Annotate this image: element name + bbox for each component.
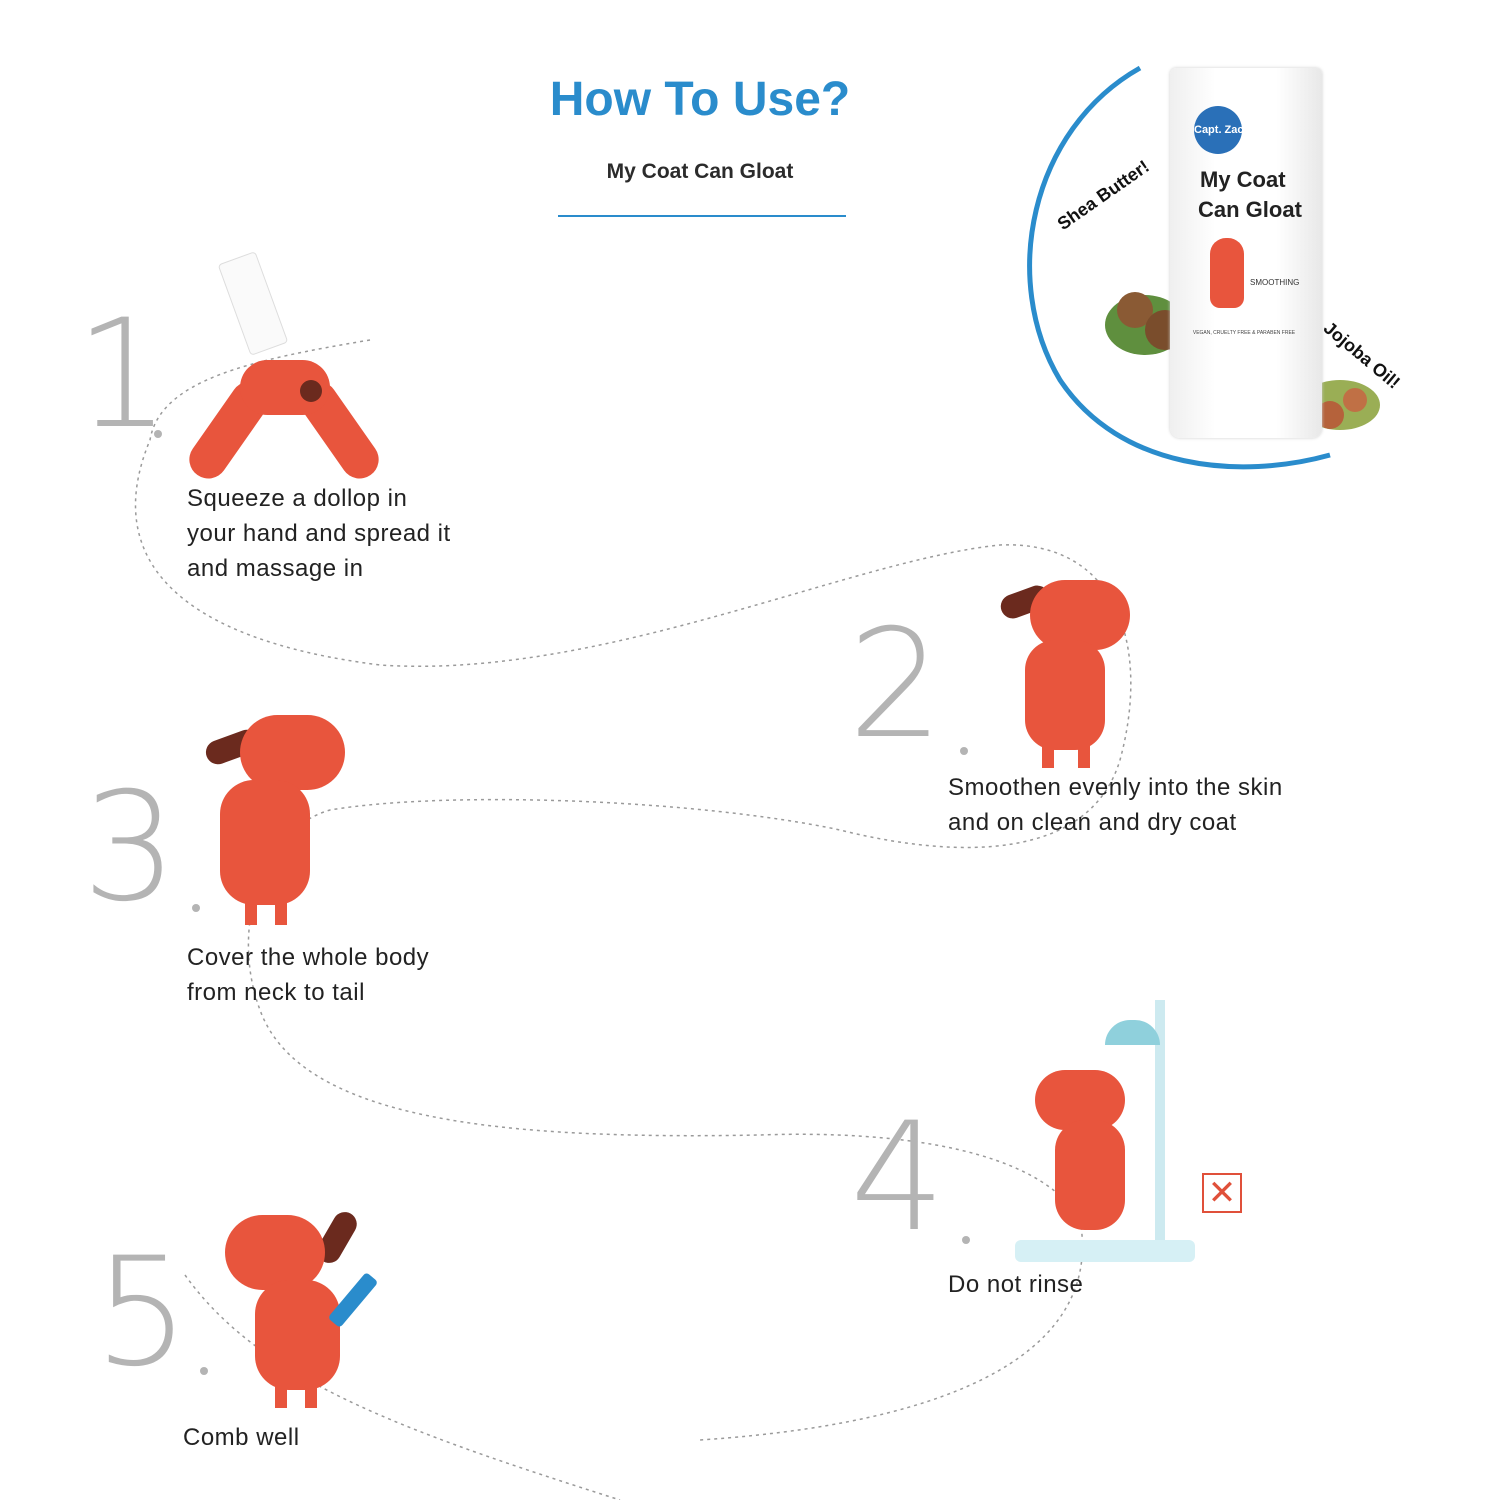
step-5-text: Comb well (183, 1420, 300, 1455)
mini-tube-icon (217, 251, 289, 356)
product-name-1: My Coat (1200, 167, 1286, 192)
step-1-text: Squeeze a dollop in your hand and spread… (187, 481, 451, 586)
step-2-text: Smoothen evenly into the skin and on cle… (948, 770, 1283, 840)
tube-dog-icon (1210, 238, 1244, 308)
step-2-line: and on clean and dry coat (948, 809, 1237, 836)
dog-leg-icon (305, 1380, 317, 1408)
dog-body-icon (1025, 640, 1105, 750)
dog-leg-icon (1078, 740, 1090, 768)
step-1-line: Squeeze a dollop in (187, 485, 408, 512)
step-2-dot (960, 747, 968, 755)
do-not-icon: ✕ (1202, 1173, 1242, 1213)
bath-tray (1015, 1240, 1195, 1262)
product-tube: Capt. Zack My Coat Can Gloat SMOOTHING V… (1170, 68, 1322, 438)
step-3-dot (192, 904, 200, 912)
brand-logo: Capt. Zack (1194, 106, 1250, 154)
hands-illustration (181, 251, 387, 486)
step-1-dot (154, 430, 162, 438)
product-tagline: SMOOTHING (1250, 278, 1300, 287)
dog-head-icon (1030, 580, 1130, 650)
step-1-number: 1 (75, 288, 171, 462)
step-1-line: and massage in (187, 555, 364, 582)
product-name-2: Can Gloat (1198, 197, 1302, 222)
lotion-dollop (300, 380, 322, 402)
step-5-dot (200, 1367, 208, 1375)
step-4-number: 4 (850, 1091, 946, 1265)
dog-body-icon (1055, 1120, 1125, 1230)
shower-illustration (1010, 995, 1200, 1265)
step-3-text: Cover the whole body from neck to tail (187, 940, 429, 1010)
step-2-line: Smoothen evenly into the skin (948, 774, 1283, 801)
step-3-line: Cover the whole body (187, 944, 430, 971)
dog-head-icon (240, 715, 345, 790)
dog-leg-icon (275, 895, 287, 925)
step-4-text: Do not rinse (948, 1267, 1083, 1302)
step-1-line: your hand and spread it (187, 520, 451, 547)
shower-pipe (1155, 1000, 1165, 1250)
page-title: How To Use? (549, 73, 851, 126)
step-5-line: Comb well (183, 1424, 300, 1451)
dog-illustration (202, 685, 345, 930)
dog-head-icon (225, 1215, 325, 1290)
shower-head-icon (1105, 1020, 1160, 1045)
dog-leg-icon (245, 895, 257, 925)
dog-body-icon (220, 780, 310, 905)
step-4-line: Do not rinse (948, 1271, 1084, 1298)
dog-illustration (225, 1200, 405, 1410)
page-subtitle: My Coat Can Gloat (606, 160, 794, 183)
product-illustration: Capt. Zack My Coat Can Gloat SMOOTHING V… (1010, 60, 1410, 480)
step-3-number: 3 (82, 761, 178, 935)
dog-illustration (997, 550, 1135, 770)
product-claim: VEGAN, CRUELTY FREE & PARABEN FREE (1192, 330, 1296, 336)
step-5-number: 5 (94, 1226, 190, 1400)
dog-leg-icon (275, 1380, 287, 1408)
title-divider (558, 215, 846, 217)
step-3-line: from neck to tail (187, 979, 365, 1006)
dog-leg-icon (1042, 740, 1054, 768)
dog-body-icon (255, 1280, 340, 1390)
step-4-dot (962, 1236, 970, 1244)
step-2-number: 2 (848, 598, 944, 772)
